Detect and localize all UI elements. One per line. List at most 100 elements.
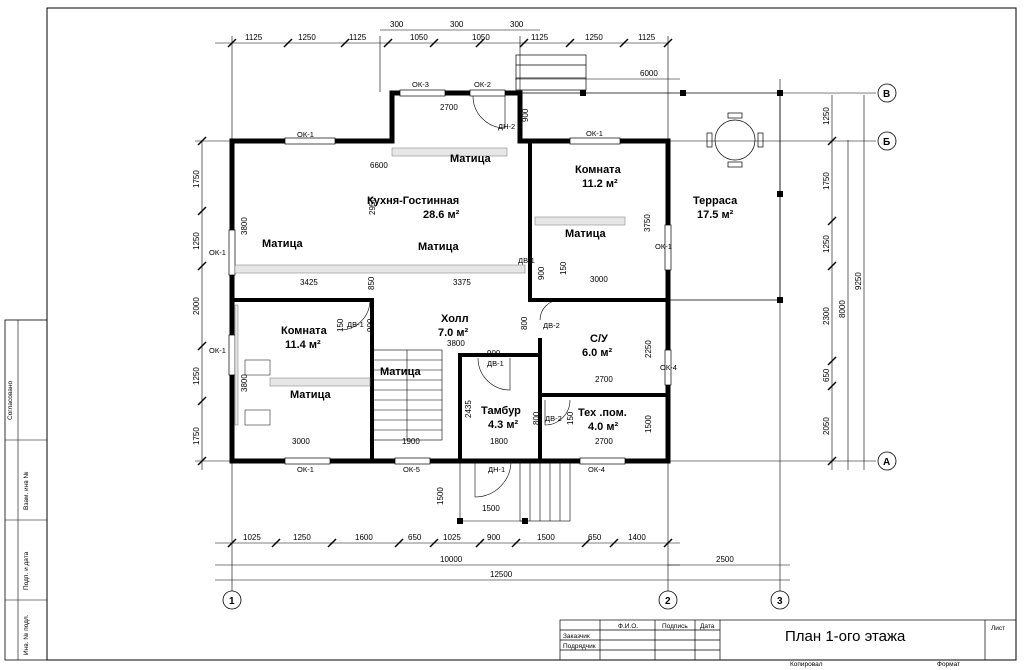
dim-inner-1500-a: 1500 (644, 415, 653, 433)
door-label-dn2: ДН-2 (498, 122, 515, 131)
window-openings (228, 89, 672, 465)
window-label-ok1-a: ОК-1 (297, 130, 314, 139)
axis-label-3: 3 (777, 596, 783, 607)
axis-label-2: 2 (665, 596, 671, 607)
terrace-posts (580, 90, 783, 303)
window-label-ok1-f: ОК-1 (297, 465, 314, 474)
window-label-ok5: ОК-5 (403, 465, 420, 474)
stamp-contractor: Подрядчик (563, 643, 596, 650)
dim-left-2: 1250 (192, 232, 201, 250)
room-name-room1: Комната (281, 325, 328, 337)
dim-inner-3000-a: 3000 (590, 275, 608, 284)
room-area-vestibule: 4.3 м² (488, 419, 518, 431)
dim-right-3: 1250 (822, 235, 831, 253)
mattress-label-4: Матица (565, 228, 606, 240)
dim-bottom-5: 1025 (443, 533, 461, 542)
dim-bottom-4: 650 (408, 533, 422, 542)
room-area-kitchen: 28.6 м² (423, 209, 460, 221)
dim-bottom-6: 900 (487, 533, 501, 542)
mattress-strips (234, 147, 626, 426)
mattress-label-3: Матица (418, 241, 459, 253)
dim-inner-1500-c: 1500 (482, 504, 500, 513)
dim-inner-900-c: 900 (366, 318, 375, 332)
dim-inner-6600: 6600 (370, 161, 388, 170)
window-label-ok1-b: ОК-1 (586, 129, 603, 138)
axis-label-b: Б (883, 137, 890, 148)
door-label-dn1: ДН-1 (488, 465, 505, 474)
dim-inner-850: 850 (367, 276, 376, 290)
dim-inner-2700-b: 2700 (595, 375, 613, 384)
window-label-ok2: ОК-2 (474, 80, 491, 89)
room-name-tech: Тех .пом. (578, 407, 627, 419)
sheet-frame (4, 7, 1017, 661)
dim-total-12500: 12500 (490, 570, 513, 579)
room-name-kitchen: Кухня-Гостинная (367, 195, 459, 207)
window-label-ok4-b: ОК-4 (588, 465, 605, 474)
drawing-title: План 1-ого этажа (785, 628, 906, 645)
door-label-dv1-a: ДВ-1 (518, 256, 535, 265)
room-name-hall: Холл (441, 313, 469, 325)
dim-inner-150-b: 150 (336, 318, 345, 332)
dim-inner-3800-c: 3800 (240, 374, 249, 392)
dim-right-5: 650 (822, 368, 831, 382)
porch-posts (457, 518, 528, 524)
window-label-ok1-e: ОК-1 (655, 242, 672, 251)
dim-right-9250: 9250 (854, 272, 863, 290)
dim-top-300-b: 300 (450, 20, 464, 29)
dim-inner-2435: 2435 (464, 400, 473, 418)
side-label-agreed: Согласовано (7, 381, 14, 420)
dim-inner-3000-b: 3000 (292, 437, 310, 446)
mattress-label-2: Матица (262, 238, 303, 250)
dimension-lines (195, 29, 876, 592)
dim-inner-3375: 3375 (453, 278, 471, 287)
mattress-label-6: Матица (290, 389, 331, 401)
dim-top-300-c: 300 (510, 20, 524, 29)
side-labels: Согласовано Взам. инв № Подп. и дата Инв… (7, 381, 30, 655)
dim-top-5: 1050 (472, 33, 490, 42)
stamp-signature: Подпись (662, 623, 688, 630)
side-label-inv: Инв. № подл. (23, 614, 30, 655)
dim-inner-150-c: 150 (566, 411, 575, 425)
round-table-icon (706, 112, 764, 168)
axis-markers (222, 83, 897, 610)
dim-top-3: 1125 (349, 33, 367, 42)
room-area-hall: 7.0 м² (438, 327, 468, 339)
room-area-room2: 11.2 м² (582, 178, 618, 190)
room-area-terrace: 17.5 м² (697, 209, 734, 221)
window-label-ok3: ОК-3 (412, 80, 429, 89)
stamp-date: Дата (700, 623, 715, 630)
room-area-room1: 11.4 м² (285, 339, 321, 351)
dim-inner-1800: 1800 (490, 437, 508, 446)
dim-top-8: 1125 (638, 33, 656, 42)
dim-inner-3750: 3750 (643, 214, 652, 232)
room-name-wc: С/У (590, 333, 608, 345)
dim-inner-900-b: 900 (537, 266, 546, 280)
door-swings (339, 95, 571, 498)
dim-top-4: 1050 (410, 33, 428, 42)
door-label-dv1-c: ДВ-1 (487, 359, 504, 368)
room-area-tech: 4.0 м² (588, 421, 618, 433)
bed-outline (244, 359, 271, 426)
dim-top-7: 1250 (585, 33, 603, 42)
mattress-label-1: Матица (450, 153, 491, 165)
room-name-vestibule: Тамбур (481, 405, 521, 417)
dim-inner-1500-b: 1500 (436, 487, 445, 505)
side-label-sign: Подп. и дата (23, 551, 30, 590)
dim-inner-900-a: 900 (521, 108, 530, 122)
stamp-format: Формат (937, 661, 960, 668)
dim-inner-150-a: 150 (559, 261, 568, 275)
dim-inner-2700-a: 2700 (440, 103, 458, 112)
dim-inner-1900: 1900 (402, 437, 420, 446)
dim-bottom-9: 1400 (628, 533, 646, 542)
axis-label-a: А (883, 457, 890, 468)
dim-top-1: 1125 (245, 33, 263, 42)
dim-inner-3800-b: 3800 (447, 339, 465, 348)
window-label-ok4-a: ОК-4 (660, 363, 677, 372)
dim-left-4: 1250 (192, 367, 201, 385)
dim-bottom-1: 1025 (243, 533, 261, 542)
dim-inner-2250: 2250 (644, 340, 653, 358)
title-block (559, 619, 1017, 661)
dim-bottom-2: 1250 (293, 533, 311, 542)
dim-top-300-a: 300 (390, 20, 404, 29)
